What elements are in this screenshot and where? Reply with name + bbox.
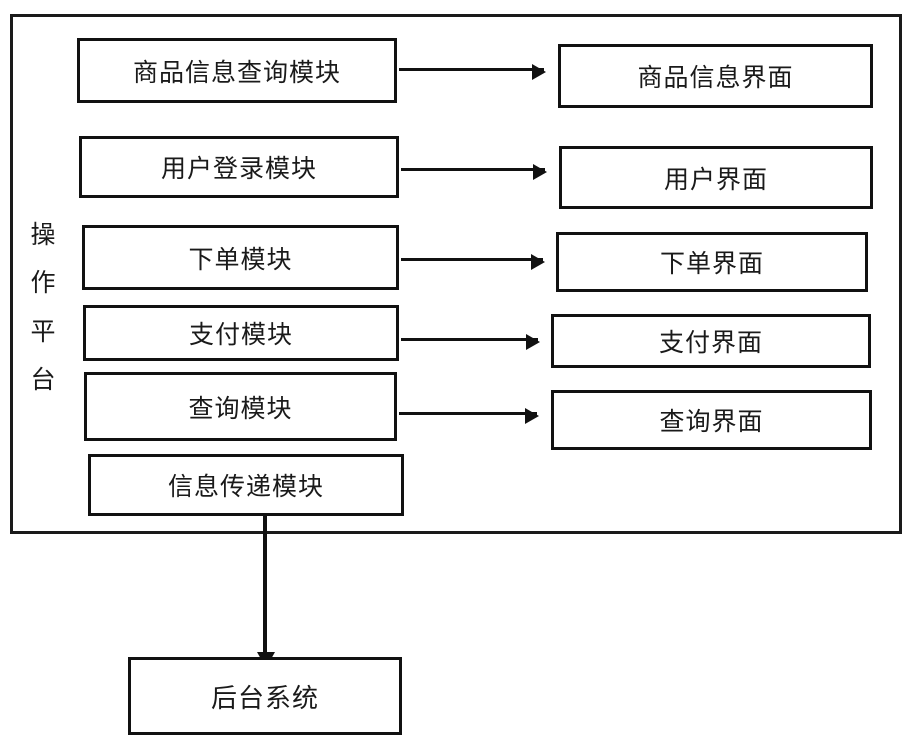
arrow-message-transfer-to-backend <box>257 516 275 668</box>
backend-system-node[interactable]: 后台系统 <box>128 657 402 735</box>
interface-order[interactable]: 下单界面 <box>556 232 868 292</box>
interface-payment[interactable]: 支付界面 <box>551 314 871 368</box>
module-order[interactable]: 下单模块 <box>82 225 399 290</box>
interface-product-info[interactable]: 商品信息界面 <box>558 44 873 108</box>
module-query[interactable]: 查询模块 <box>84 372 397 441</box>
operation-platform-label: 操 作 平 台 <box>26 222 60 392</box>
module-message-transfer[interactable]: 信息传递模块 <box>88 454 404 516</box>
platform-label-char-4: 台 <box>30 364 56 394</box>
arrow-user-login-to-interface <box>401 164 547 180</box>
arrow-order-to-interface <box>401 254 545 270</box>
interface-query[interactable]: 查询界面 <box>551 390 872 450</box>
module-product-info-query[interactable]: 商品信息查询模块 <box>77 38 397 103</box>
platform-label-char-3: 平 <box>30 316 56 346</box>
platform-label-char-2: 作 <box>30 268 56 298</box>
module-payment[interactable]: 支付模块 <box>83 305 399 361</box>
arrow-payment-to-interface <box>401 334 540 350</box>
interface-user[interactable]: 用户界面 <box>559 146 873 209</box>
module-user-login[interactable]: 用户登录模块 <box>79 136 399 198</box>
arrow-query-to-interface <box>399 408 539 424</box>
arrow-product-info-query-to-interface <box>399 64 546 80</box>
platform-label-char-1: 操 <box>30 220 56 249</box>
